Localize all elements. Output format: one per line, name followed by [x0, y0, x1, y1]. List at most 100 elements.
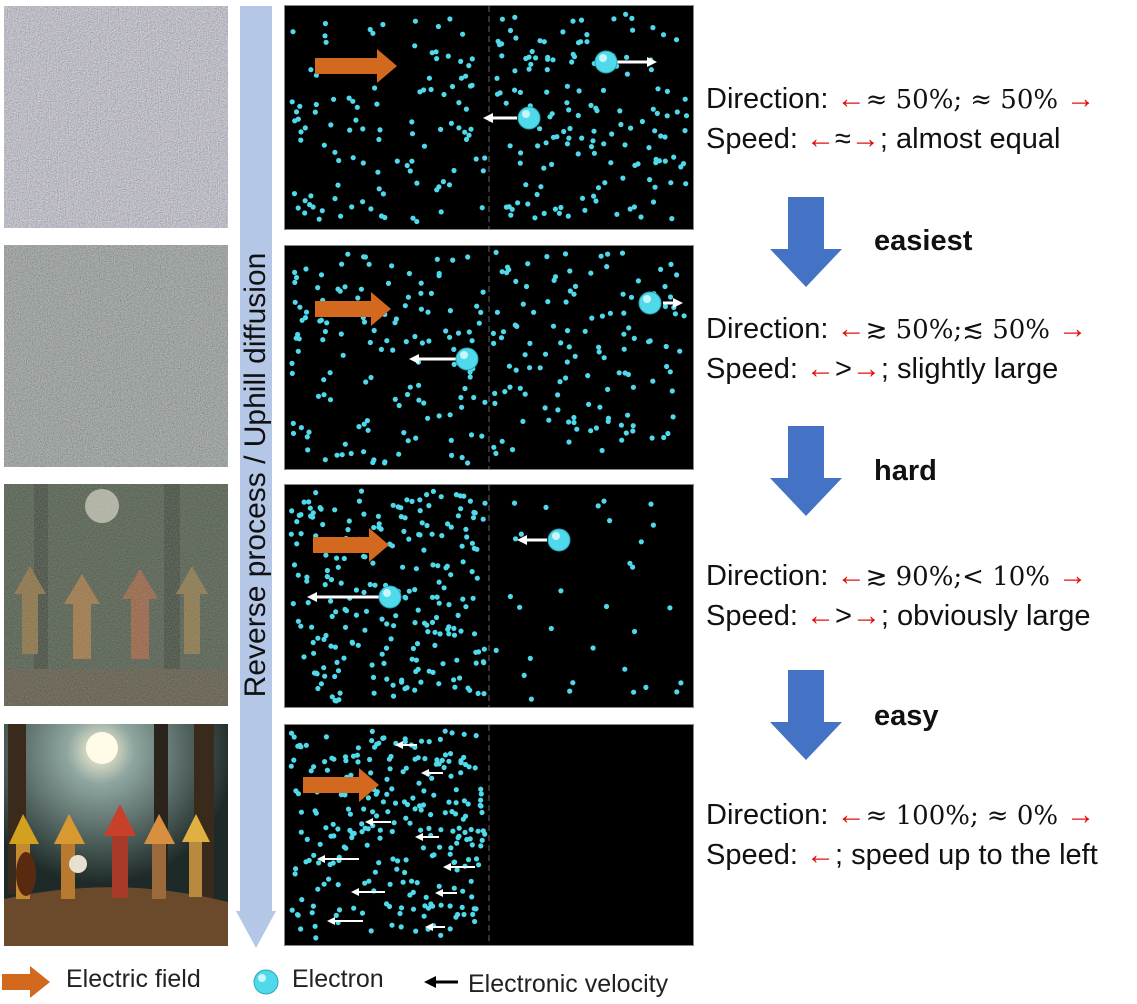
electron-dot [466, 764, 472, 770]
electron-dot [412, 333, 418, 340]
electron-dot [328, 122, 334, 128]
electron-dot [407, 892, 413, 898]
electron-dot [669, 388, 675, 394]
electron-dot [506, 204, 512, 210]
electron-dot [631, 689, 637, 695]
electron-dot [302, 315, 309, 321]
velocity-arrow [663, 298, 683, 308]
electron-dot [468, 878, 474, 884]
electron-dot [596, 349, 602, 355]
electron-dot [541, 210, 547, 216]
electron-dot [455, 835, 461, 841]
electron-dot [338, 331, 344, 337]
electron-dot [458, 58, 464, 64]
electron-dot [416, 382, 422, 388]
electron-dot [660, 32, 667, 38]
electron-dot [360, 160, 366, 166]
electron-dot [574, 426, 580, 432]
electron-dot [335, 564, 341, 570]
electron-dot [605, 386, 611, 392]
electron-dot [563, 375, 569, 381]
electron-dot [494, 75, 500, 81]
electron-dot [452, 811, 459, 817]
stage-1-description: Direction: ←≈ 50%; ≈ 50% → Speed: ←≈→; a… [706, 83, 1096, 155]
electron-dot [305, 600, 311, 606]
electron-dot [591, 150, 597, 156]
electron-dot [446, 182, 453, 188]
electron-dot [331, 96, 337, 102]
electron-dot [596, 344, 602, 350]
electron-dot [472, 765, 478, 771]
electron-dot [312, 923, 318, 929]
electron-dot [351, 830, 357, 836]
electron-dot [400, 879, 406, 885]
electron-dot [451, 167, 457, 174]
electron-dot [673, 37, 680, 43]
electron-dot [310, 903, 316, 909]
electron-dot [295, 205, 301, 211]
electron-dot [446, 602, 452, 608]
electron-dot [467, 687, 473, 693]
electron-dot [425, 309, 431, 315]
electron-dot [429, 594, 436, 600]
electron-dot [291, 191, 298, 197]
electron-dot [334, 452, 340, 458]
electron-highlight [455, 347, 479, 371]
electron-dot [435, 23, 441, 30]
electron-dot [431, 852, 437, 858]
electron-dot [365, 826, 371, 832]
electron-dot [542, 405, 548, 411]
electron-dot [407, 168, 413, 174]
electron-dot [355, 295, 361, 301]
velocity-arrow [435, 889, 457, 897]
electron-dot [469, 56, 475, 62]
electron-dot [356, 424, 362, 430]
electron-dot [313, 935, 319, 941]
electron-dot [303, 742, 309, 748]
electron-dot [389, 828, 395, 835]
electron-dot [477, 802, 483, 808]
electron-dot [302, 125, 308, 131]
electron-dot [404, 685, 410, 691]
electron-dot [292, 299, 298, 305]
electron-dot [493, 249, 499, 255]
electron-dot [672, 311, 678, 317]
electron-dot [462, 813, 469, 819]
electron-dot [458, 628, 464, 634]
electron-dot [652, 128, 658, 134]
electron-dot [567, 268, 573, 274]
electron-dot [631, 204, 637, 210]
electron-dot [390, 856, 396, 862]
electron-dot [409, 656, 415, 662]
electron-dot [478, 786, 484, 792]
electron-dot [404, 162, 410, 169]
electron-dot [419, 520, 425, 526]
electron-dot [292, 269, 298, 275]
electron-dot [416, 397, 422, 403]
electron-dot [598, 253, 604, 259]
electron-dot [308, 193, 314, 199]
electron-dot [570, 18, 576, 24]
electron-dot [336, 907, 343, 913]
electron-dot [361, 553, 367, 559]
electron-dot [650, 106, 656, 112]
electron-dot [297, 304, 303, 310]
electron-dot [296, 336, 302, 342]
electron-dot [595, 503, 601, 509]
electron-dot [367, 756, 373, 763]
electron-dot [430, 562, 436, 568]
electron-dot [323, 552, 329, 558]
electron-dot [614, 211, 620, 217]
electron-dot [458, 770, 464, 776]
electron-dot [293, 109, 300, 115]
electron-dot [310, 639, 316, 646]
electron-dot [374, 813, 380, 819]
electron-dot [617, 108, 623, 114]
electron-dot [469, 82, 475, 88]
electron-dot [403, 857, 409, 863]
electron-dot [446, 758, 452, 764]
electron-dot [410, 645, 416, 652]
electron-dot [599, 313, 605, 319]
electron-dot [668, 261, 674, 267]
electron-dot [429, 531, 435, 537]
